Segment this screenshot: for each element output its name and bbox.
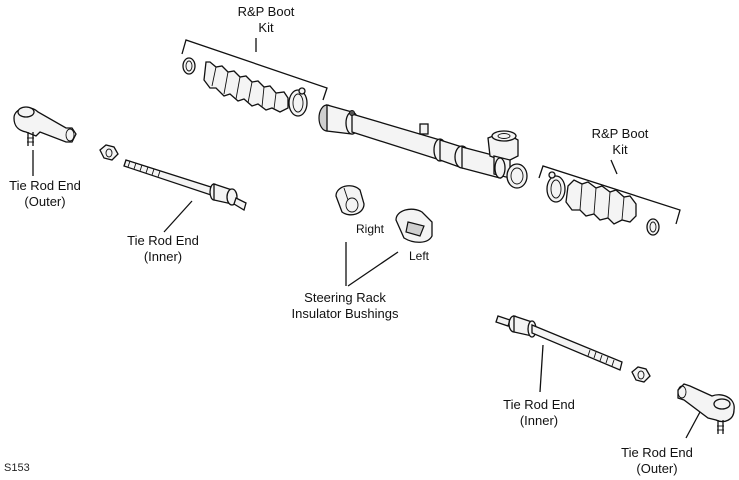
figure-id: S153: [4, 462, 30, 474]
bushing-left-part: [395, 208, 433, 243]
tie-rod-outer-right-part: [677, 383, 735, 434]
tie-rod-inner-right-part: [495, 315, 623, 371]
boot-kit-left-bracket: [181, 39, 328, 101]
bushing-left-label: Left: [408, 249, 429, 263]
bushing-right-label: Right: [355, 222, 384, 236]
tie-rod-inner-right-label: Tie Rod End (Inner): [503, 397, 575, 428]
tie-rod-outer-left-part: [13, 106, 77, 146]
boot-kit-left-bellows: [203, 61, 289, 113]
bushings-label: Steering Rack Insulator Bushings: [291, 290, 399, 321]
tie-rod-inner-left-part: [123, 159, 247, 211]
bushing-right-part: [335, 185, 365, 216]
rack-housing: [318, 104, 528, 189]
boot-kit-right-clamp-small: [646, 218, 660, 236]
nut-left: [99, 144, 119, 161]
boot-kit-right-bracket: [538, 165, 681, 225]
boot-kit-right-label: R&P Boot Kit: [591, 126, 649, 157]
boot-kit-left-clamp-small: [182, 57, 196, 75]
tie-rod-outer-left-label: Tie Rod End (Outer): [9, 178, 81, 209]
callout-lines: [32, 38, 701, 439]
tie-rod-inner-left-label: Tie Rod End (Inner): [127, 233, 199, 264]
boot-kit-left-clamp-ring: [288, 87, 308, 117]
nut-right: [631, 366, 651, 383]
boot-kit-right-clamp-ring: [546, 171, 566, 203]
tie-rod-outer-right-label: Tie Rod End (Outer): [621, 445, 693, 476]
boot-kit-left-label: R&P Boot Kit: [237, 4, 295, 35]
boot-kit-right-bellows: [565, 179, 637, 225]
